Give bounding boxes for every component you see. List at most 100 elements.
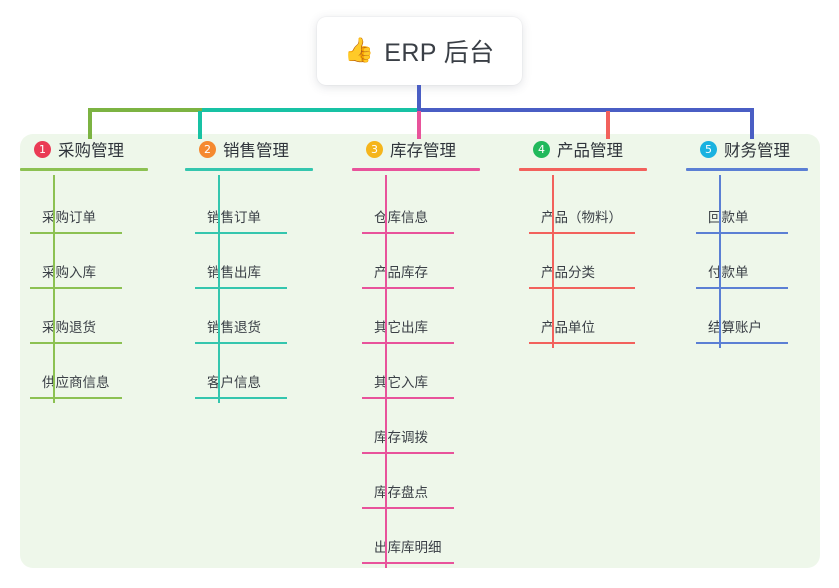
list-item[interactable]: 销售出库 (185, 234, 343, 289)
column-header-inventory[interactable]: 3 库存管理 (352, 134, 510, 164)
list-item[interactable]: 库存盘点 (352, 454, 510, 509)
column-spine-product (552, 175, 554, 348)
item-rule (30, 397, 122, 399)
item-label: 采购退货 (42, 320, 96, 335)
item-rule (529, 287, 635, 289)
column-product: 4 产品管理产品（物料） 产品分类产品单位 (519, 134, 677, 348)
column-rule-product (519, 168, 647, 171)
item-rule (195, 232, 287, 234)
item-label: 产品单位 (541, 320, 595, 335)
connector-trunk (417, 85, 421, 111)
column-spine-finance (719, 175, 721, 348)
list-item[interactable]: 采购入库 (20, 234, 178, 289)
item-label: 付款单 (708, 265, 749, 280)
column-badge-finance: 5 (700, 140, 717, 158)
item-label: 销售退货 (207, 320, 261, 335)
item-label: 产品（物料） (541, 210, 622, 225)
column-items-product: 产品（物料） 产品分类产品单位 (519, 171, 677, 344)
list-item[interactable]: 回款单 (686, 179, 838, 234)
list-item[interactable]: 仓库信息 (352, 179, 510, 234)
item-rule (362, 287, 454, 289)
item-label: 库存盘点 (374, 485, 428, 500)
list-item[interactable]: 销售订单 (185, 179, 343, 234)
list-item[interactable]: 结算账户 (686, 289, 838, 344)
column-items-sales: 销售订单销售出库销售退货客户信息 (185, 171, 343, 399)
thumbs-up-icon: 👍 (344, 37, 375, 64)
column-items-finance: 回款单付款单结算账户 (686, 171, 838, 344)
column-title-sales: 销售管理 (223, 142, 289, 160)
item-rule (362, 507, 454, 509)
column-header-product[interactable]: 4 产品管理 (519, 134, 677, 164)
item-rule (362, 232, 454, 234)
list-item[interactable]: 采购退货 (20, 289, 178, 344)
diagram-panel (20, 134, 820, 568)
item-rule (529, 232, 635, 234)
root-node-card[interactable]: 👍 ERP 后台 (317, 17, 522, 85)
column-rule-finance (686, 168, 808, 171)
item-rule (696, 232, 788, 234)
item-label: 回款单 (708, 210, 749, 225)
column-spine-sales (218, 175, 220, 403)
column-title-inventory: 库存管理 (390, 142, 456, 160)
list-item[interactable]: 产品单位 (519, 289, 677, 344)
list-item[interactable]: 产品分类 (519, 234, 677, 289)
connector-segment-blue (417, 108, 754, 112)
item-label: 库存调拨 (374, 430, 428, 445)
column-title-product: 产品管理 (557, 142, 623, 160)
column-header-sales[interactable]: 2 销售管理 (185, 134, 343, 164)
item-label: 客户信息 (207, 375, 261, 390)
item-label: 销售订单 (207, 210, 261, 225)
item-label: 结算账户 (708, 320, 762, 335)
item-rule (195, 397, 287, 399)
connector-drop-sales (198, 111, 202, 139)
column-spine-purchasing (53, 175, 55, 403)
column-badge-product: 4 (533, 140, 550, 158)
item-rule (30, 342, 122, 344)
item-label: 采购订单 (42, 210, 96, 225)
item-label: 销售出库 (207, 265, 261, 280)
item-rule (362, 452, 454, 454)
item-rule (195, 287, 287, 289)
item-rule (696, 342, 788, 344)
item-rule (696, 287, 788, 289)
column-badge-inventory: 3 (366, 140, 383, 158)
connector-segment-teal (202, 108, 417, 112)
list-item[interactable]: 其它出库 (352, 289, 510, 344)
list-item[interactable]: 销售退货 (185, 289, 343, 344)
item-rule (30, 287, 122, 289)
item-label: 其它出库 (374, 320, 428, 335)
item-label: 产品库存 (374, 265, 428, 280)
column-rule-inventory (352, 168, 480, 171)
list-item[interactable]: 付款单 (686, 234, 838, 289)
item-rule (362, 342, 454, 344)
column-spine-inventory (385, 175, 387, 568)
item-label: 产品分类 (541, 265, 595, 280)
item-label: 供应商信息 (42, 375, 110, 390)
column-sales: 2 销售管理销售订单销售出库销售退货客户信息 (185, 134, 343, 403)
connector-drop-product (606, 111, 610, 139)
column-rule-sales (185, 168, 313, 171)
list-item[interactable]: 其它入库 (352, 344, 510, 399)
list-item[interactable]: 库存调拨 (352, 399, 510, 454)
item-label: 仓库信息 (374, 210, 428, 225)
column-items-inventory: 仓库信息产品库存其它出库其它入库库存调拨库存盘点出库库明细 (352, 171, 510, 564)
list-item[interactable]: 供应商信息 (20, 344, 178, 399)
root-node-title: ERP 后台 (384, 39, 495, 67)
column-badge-purchasing: 1 (34, 140, 51, 158)
connector-segment-green (88, 108, 202, 112)
list-item[interactable]: 出库库明细 (352, 509, 510, 564)
connector-drop-finance (750, 111, 754, 139)
item-label: 其它入库 (374, 375, 428, 390)
column-header-finance[interactable]: 5 财务管理 (686, 134, 838, 164)
item-label: 出库库明细 (374, 540, 442, 555)
column-title-finance: 财务管理 (724, 142, 790, 160)
item-rule (362, 397, 454, 399)
list-item[interactable]: 客户信息 (185, 344, 343, 399)
list-item[interactable]: 产品（物料） (519, 179, 677, 234)
item-rule (30, 232, 122, 234)
column-badge-sales: 2 (199, 140, 216, 158)
list-item[interactable]: 采购订单 (20, 179, 178, 234)
list-item[interactable]: 产品库存 (352, 234, 510, 289)
